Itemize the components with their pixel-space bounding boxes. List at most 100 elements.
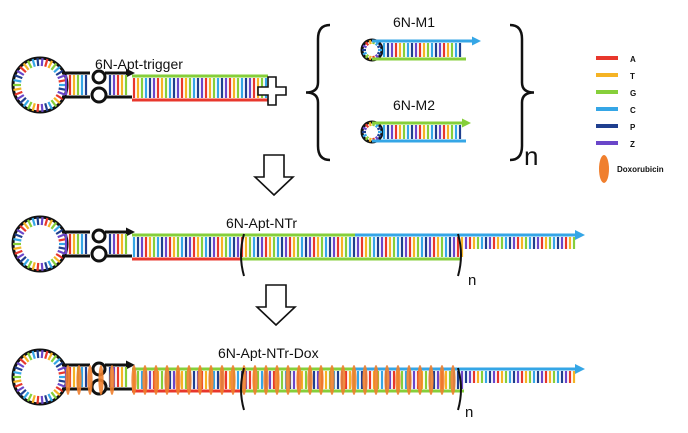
loop-base	[40, 395, 44, 404]
plus-icon	[257, 76, 287, 106]
doxorubicin-molecule	[87, 365, 93, 395]
legend-swatch-a	[596, 56, 618, 60]
loop-base	[57, 233, 66, 239]
doxorubicin-molecule	[395, 365, 401, 395]
loop-base	[374, 136, 380, 141]
loop-base	[36, 217, 40, 226]
loop-base	[47, 352, 54, 361]
loop-base	[14, 90, 23, 96]
loop-base	[40, 58, 44, 67]
doxorubicin-molecule	[76, 365, 82, 395]
legend-label-g: G	[630, 89, 636, 98]
loop-base	[40, 103, 44, 112]
loop-base	[376, 44, 382, 49]
loop-base	[13, 246, 22, 251]
loop-base	[36, 350, 40, 359]
doxorubicin-molecule	[362, 365, 368, 395]
small-loop	[91, 69, 107, 85]
doxorubicin-molecule	[406, 365, 412, 395]
loop-base	[376, 126, 382, 131]
legend-swatch-g	[596, 90, 618, 94]
loop-base	[31, 58, 36, 68]
loop-base	[368, 40, 372, 45]
loop-base	[16, 228, 25, 235]
label-apt-ntr-dox: 6N-Apt-NTr-Dox	[218, 345, 319, 361]
repeat-bracket-left	[240, 367, 245, 411]
small-loop	[91, 228, 107, 244]
loop-base	[22, 258, 30, 267]
loop-base	[362, 126, 368, 131]
loop-base	[50, 99, 58, 108]
loop-backbone	[11, 56, 69, 114]
loop-base	[44, 102, 49, 112]
loop-base	[55, 386, 64, 393]
loop-base	[16, 94, 25, 101]
loop-base	[53, 65, 61, 74]
doxorubicin-molecule	[373, 365, 379, 395]
doxorubicin-molecule	[296, 365, 302, 395]
loop-base	[47, 393, 54, 402]
label-m2: 6N-M2	[393, 97, 435, 113]
loop-base	[31, 102, 36, 112]
loop-base	[364, 41, 370, 46]
loop-base	[44, 394, 49, 404]
legend: A T G C P Z Doxorubicin	[596, 55, 664, 183]
doxorubicin-molecule	[175, 365, 181, 395]
loop-base	[40, 217, 44, 226]
label-dox-n: n	[465, 404, 473, 421]
loop-base	[26, 352, 33, 361]
strand-arrowhead	[472, 36, 481, 46]
repeat-bracket-right	[457, 367, 462, 411]
loop-base	[53, 357, 61, 366]
loop-base	[19, 224, 27, 233]
loop-base	[47, 101, 54, 110]
loop-base	[13, 87, 22, 92]
small-loop	[90, 86, 108, 104]
legend-swatch-p	[596, 124, 618, 128]
loop-base	[16, 361, 25, 368]
loop-base	[16, 69, 25, 76]
label-m1: 6N-M1	[393, 14, 435, 30]
small-loop	[90, 245, 108, 263]
loop-base	[53, 96, 61, 105]
loop-base	[26, 260, 33, 269]
doxorubicin-molecule	[252, 365, 258, 395]
loop-base	[14, 382, 23, 388]
doxorubicin-molecule	[318, 365, 324, 395]
loop-base	[50, 391, 58, 400]
structure-apt-ntr	[11, 215, 585, 277]
loop-base	[19, 388, 27, 397]
strand-arrowhead	[575, 230, 585, 240]
loop-base	[44, 217, 49, 227]
doxorubicin-molecule	[351, 365, 357, 395]
legend-label-doxorubicin: Doxorubicin	[617, 165, 664, 174]
loop-base	[364, 123, 370, 128]
doxorubicin-molecule	[164, 365, 170, 395]
doxorubicin-molecule	[384, 365, 390, 395]
loop-backbone	[11, 215, 69, 273]
loop-base	[22, 391, 30, 400]
loop-base	[22, 99, 30, 108]
loop-base	[13, 370, 22, 375]
legend-label-a: A	[630, 55, 636, 64]
loop-base	[364, 54, 370, 59]
doxorubicin-molecule	[285, 365, 291, 395]
loop-base	[47, 260, 54, 269]
loop-base	[47, 60, 54, 69]
right-brace	[509, 23, 535, 162]
loop-base	[14, 249, 23, 255]
loop-base	[13, 237, 22, 242]
strand-arrowhead	[462, 118, 471, 128]
structure-apt-ntr-dox	[11, 348, 585, 411]
loop-base	[50, 354, 58, 363]
loop-base	[47, 219, 54, 228]
doxorubicin-molecule	[109, 365, 115, 395]
repeat-bracket-right	[457, 233, 462, 277]
loop-base	[44, 350, 49, 360]
loop-base	[26, 60, 33, 69]
loop-base	[36, 262, 40, 271]
structure-apt-trigger	[11, 56, 268, 114]
loop-base	[50, 258, 58, 267]
doxorubicin-molecule	[208, 365, 214, 395]
loop-base	[31, 350, 36, 360]
